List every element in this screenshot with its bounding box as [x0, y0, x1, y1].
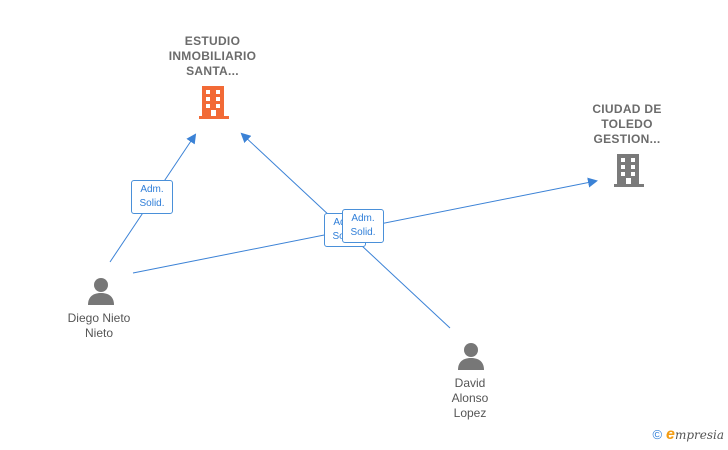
label-line: INMOBILIARIO	[168, 49, 257, 63]
edge-label-line: Adm.	[351, 213, 375, 224]
person-label-diego[interactable]: Diego Nieto Nieto	[50, 311, 148, 341]
label-line: Lopez	[453, 406, 487, 420]
edge-label-diego-ciudad: Adm. Solid.	[342, 209, 384, 243]
edge-label-diego-estudio: Adm. Solid.	[131, 180, 173, 214]
edge-label-line: Solid.	[139, 198, 165, 209]
edge-label-line: Solid.	[350, 227, 376, 238]
person-icon[interactable]	[86, 276, 116, 306]
person-icon[interactable]	[456, 341, 486, 371]
company-label-ciudad[interactable]: CIUDAD DE TOLEDO GESTION...	[575, 102, 679, 147]
label-line: Alonso	[451, 391, 489, 405]
building-icon[interactable]	[613, 152, 645, 188]
company-label-estudio[interactable]: ESTUDIO INMOBILIARIO SANTA...	[150, 34, 275, 79]
label-line: ESTUDIO	[184, 34, 241, 48]
edge-label-line: Adm.	[140, 184, 164, 195]
label-line: David	[454, 376, 486, 390]
brand-footer: ©empresia	[652, 426, 724, 444]
label-line: SANTA...	[186, 64, 239, 78]
label-line: TOLEDO	[601, 117, 653, 131]
copyright-icon: ©	[652, 427, 663, 442]
building-icon[interactable]	[198, 84, 230, 120]
brand-logo-text: mpresia	[674, 428, 724, 442]
label-line: CIUDAD DE	[592, 102, 662, 116]
brand-logo-initial: e	[666, 426, 675, 443]
label-line: GESTION...	[593, 132, 661, 146]
label-line: Nieto	[84, 326, 113, 340]
label-line: Diego Nieto	[67, 311, 131, 325]
person-label-david[interactable]: David Alonso Lopez	[430, 376, 510, 421]
